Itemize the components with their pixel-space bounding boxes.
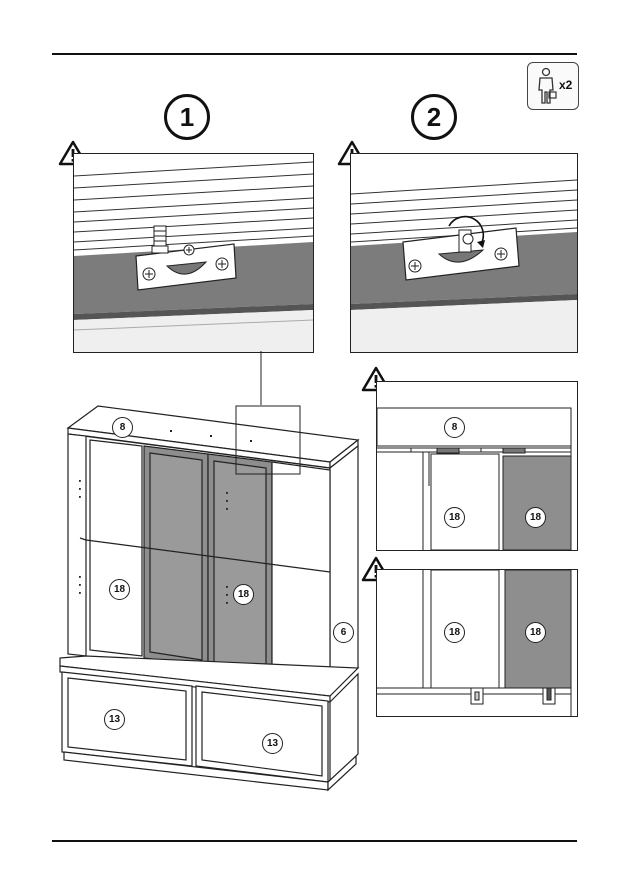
part-label-glass-door: 18 (444, 507, 465, 528)
part-label-glass-door: 18 (525, 622, 546, 643)
part-label-glass-door: 18 (525, 507, 546, 528)
part-label-glass-door: 18 (109, 579, 130, 600)
part-label-glass-door: 18 (233, 584, 254, 605)
part-label-top: 8 (112, 417, 133, 438)
part-label-glass-door: 18 (444, 622, 465, 643)
part-label-top: 8 (444, 417, 465, 438)
detail-bottom-guide (376, 569, 578, 717)
part-label-side: 6 (333, 622, 354, 643)
cabinet-illustration (50, 400, 360, 795)
detail-top-guide (376, 381, 578, 551)
part-label-lower-door: 13 (104, 709, 125, 730)
part-label-lower-door: 13 (262, 733, 283, 754)
